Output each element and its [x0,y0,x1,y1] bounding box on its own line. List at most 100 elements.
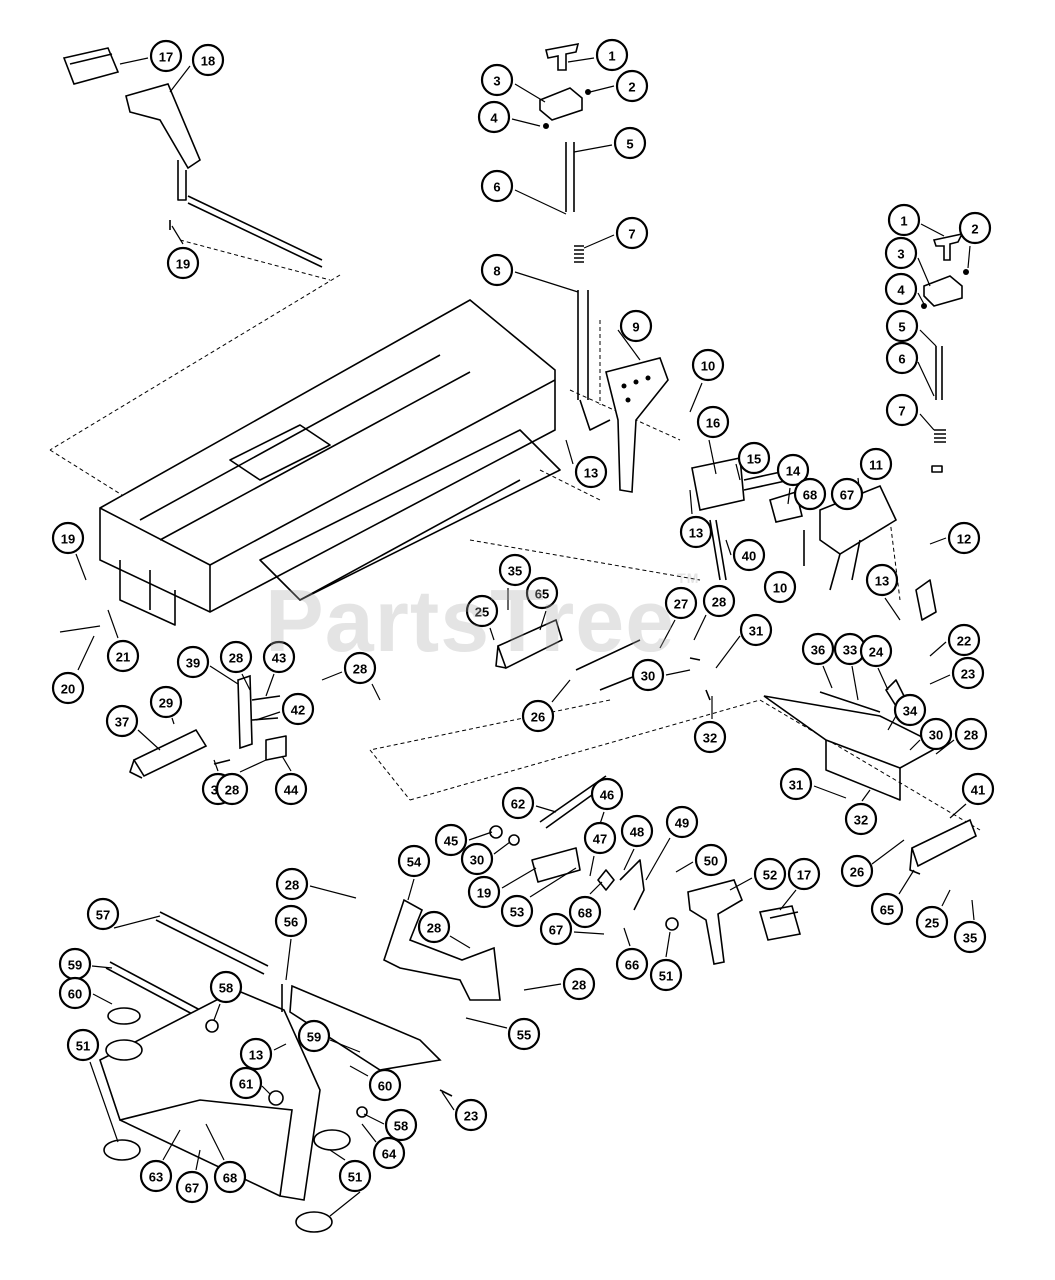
callout-part-25: 25 [465,594,499,628]
callout-part-51: 51 [66,1028,100,1062]
callout-circle [219,640,253,674]
callout-part-68: 68 [568,895,602,929]
callout-circle [51,521,85,555]
callout-number: 68 [578,906,592,921]
callout-part-67: 67 [830,477,864,511]
callout-circle [649,958,683,992]
callout-circle [368,1068,402,1102]
callout-circle [480,63,514,97]
callout-circle [763,570,797,604]
callout-number: 36 [811,643,825,658]
callout-circle [274,904,308,938]
callout-number: 55 [517,1028,531,1043]
callout-part-7: 7 [885,393,919,427]
callout-number: 66 [625,958,639,973]
callout-number: 23 [464,1109,478,1124]
callout-number: 60 [378,1079,392,1094]
callout-number: 60 [68,987,82,1002]
callout-part-34: 34 [893,693,927,727]
callout-part-10: 10 [763,570,797,604]
callout-part-30: 30 [460,842,494,876]
callout-part-13: 13 [239,1037,273,1071]
callout-circle [454,1098,488,1132]
callout-circle [859,634,893,668]
callout-part-3: 3 [884,236,918,270]
callout-number: 37 [115,715,129,730]
callout-part-6: 6 [480,169,514,203]
callout-part-4: 4 [477,100,511,134]
callout-part-12: 12 [947,521,981,555]
callout-number: 65 [880,903,894,918]
callout-part-28: 28 [215,772,249,806]
callout-circle [166,246,200,280]
callout-part-6: 6 [885,341,919,375]
lift-arm-bracket [383,898,501,1001]
callout-circle [213,1160,247,1194]
callout-circle [954,717,988,751]
callout-part-67: 67 [539,912,573,946]
callout-circle [66,1028,100,1062]
callout-number: 6 [493,180,500,195]
callout-number: 13 [875,574,889,589]
callout-part-32: 32 [693,720,727,754]
callout-circle [191,43,225,77]
callout-number: 28 [712,595,726,610]
callout-circle [951,656,985,690]
callout-circle [665,805,699,839]
callout-part-39: 39 [176,645,210,679]
callout-number: 27 [674,597,688,612]
shift-lever-assembly-right [921,232,969,473]
callout-number: 14 [786,464,801,479]
callout-part-25: 25 [915,905,949,939]
callout-number: 2 [628,80,635,95]
callout-part-19: 19 [51,521,85,555]
callout-circle [694,843,728,877]
callout-number: 13 [584,466,598,481]
callout-number: 13 [689,526,703,541]
callout-part-9: 9 [619,309,653,343]
callout-part-51: 51 [649,958,683,992]
callout-number: 3 [897,247,904,262]
callout-circle [343,651,377,685]
callout-circle [262,640,296,674]
callout-number: 8 [493,264,500,279]
callout-part-28: 28 [417,910,451,944]
callout-circle [615,216,649,250]
callout-number: 63 [149,1170,163,1185]
callout-part-11: 11 [859,447,893,481]
callout-circle [915,905,949,939]
callout-number: 31 [749,624,763,639]
callout-number: 28 [427,921,441,936]
callout-circle [859,447,893,481]
callout-part-19: 19 [166,246,200,280]
callout-number: 28 [353,662,367,677]
callout-circle [274,772,308,806]
callout-part-2: 2 [615,69,649,103]
callout-number: 57 [96,908,110,923]
callout-circle [887,203,921,237]
callout-number: 13 [249,1048,263,1063]
callout-part-22: 22 [947,623,981,657]
callout-number: 56 [284,915,298,930]
callout-part-61: 61 [229,1066,263,1100]
callout-number: 3 [493,74,500,89]
callout-number: 10 [701,359,715,374]
callout-number: 68 [223,1171,237,1186]
brake-pedal-assembly [62,47,323,268]
callout-number: 20 [61,682,75,697]
callout-circle [525,576,559,610]
callout-part-58: 58 [209,970,243,1004]
callout-circle [840,854,874,888]
callout-circle [787,857,821,891]
callout-number: 29 [159,696,173,711]
callout-number: 32 [703,731,717,746]
callout-part-59: 59 [58,947,92,981]
callout-circle [521,699,555,733]
callout-circle [885,341,919,375]
callout-number: 52 [763,868,777,883]
callout-circle [693,720,727,754]
callout-part-56: 56 [274,904,308,938]
callout-number: 16 [706,416,720,431]
